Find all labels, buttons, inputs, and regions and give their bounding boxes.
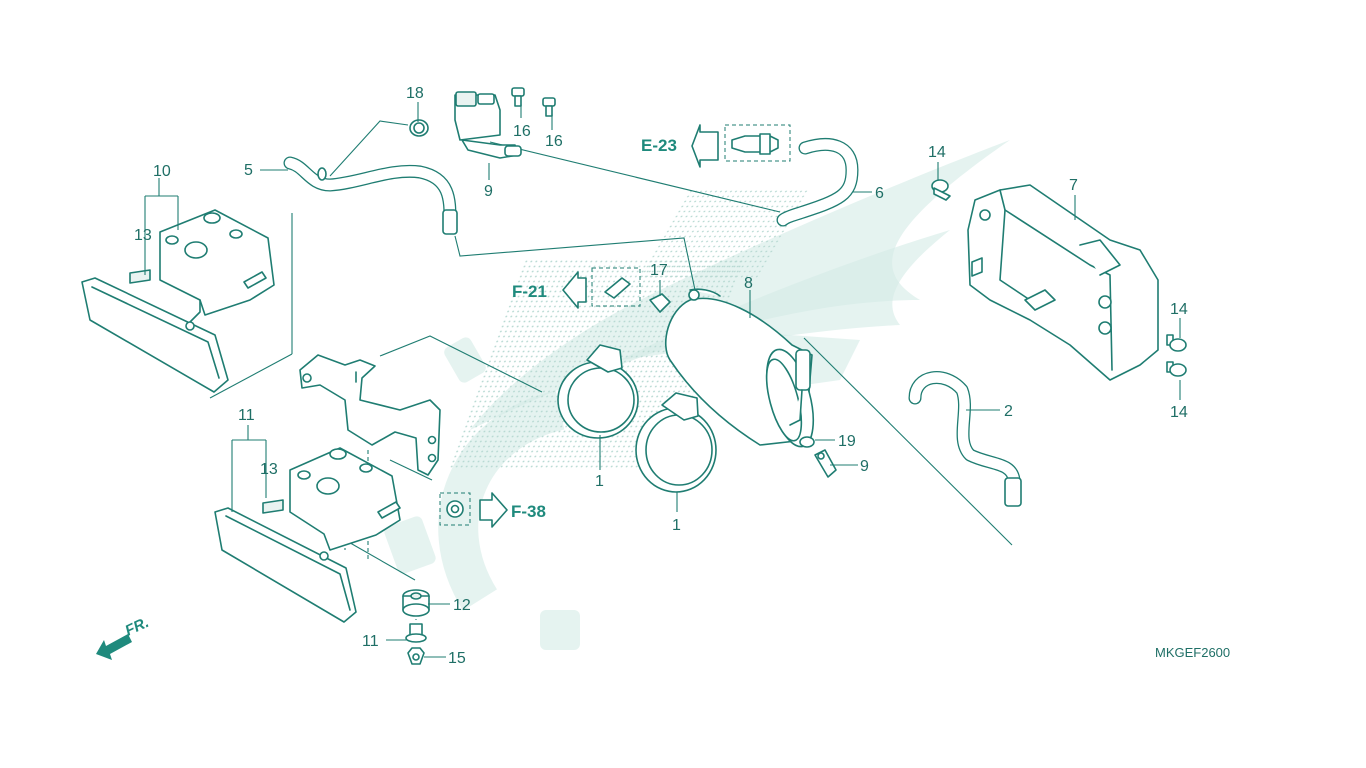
ref-f-38-label[interactable]: F-38: [511, 502, 546, 521]
ref-f-38-arrow: [479, 492, 508, 528]
callout-14-low: 14: [1170, 404, 1188, 421]
front-marker-label: FR.: [123, 614, 152, 640]
callout-14-mid: 14: [1170, 301, 1188, 318]
ref-e-23-arrow: [691, 124, 719, 168]
part-10-lower-cover: [214, 447, 401, 623]
callout-9: 10: [153, 163, 171, 180]
ref-f-21-label[interactable]: F-21: [512, 282, 547, 301]
part-4-hose: [776, 138, 859, 227]
part-14-bolt-low: [1166, 361, 1187, 377]
callout-18: 18: [406, 85, 424, 102]
part-1-band-upper: [557, 344, 639, 439]
callout-16-right: 16: [545, 133, 563, 150]
ref-f-38-group: [439, 492, 508, 528]
part-5-canister-holder: [967, 184, 1159, 381]
callout-1-lower: 1: [672, 517, 681, 534]
part-12-rubber-mount: [402, 589, 430, 617]
part-18-clamp: [409, 119, 429, 137]
diagram-code: MKGEF2600: [1155, 645, 1230, 660]
part-3-hose: [283, 156, 458, 235]
ref-f-21-arrow: [562, 271, 587, 309]
callout-numbers: 10 13 11 13 5 18 9 16 16 6 7 14 14 14 2 …: [134, 85, 1188, 667]
part-19-clamp: [799, 436, 815, 448]
callout-12: 12: [453, 597, 471, 614]
callout-15: 15: [448, 650, 466, 667]
front-direction-marker: FR.: [96, 614, 152, 660]
callout-13-lower: 13: [260, 461, 278, 478]
callout-3: 5: [244, 162, 253, 179]
callout-5: 7: [1069, 177, 1078, 194]
part-9-lower-cover: [81, 209, 275, 393]
callout-14-top: 14: [928, 144, 946, 161]
callout-4: 6: [875, 185, 884, 202]
part-11-collar: [405, 623, 427, 643]
callout-1-upper: 1: [595, 473, 604, 490]
part-15-nut: [407, 647, 425, 665]
callout-16-left: 16: [513, 123, 531, 140]
part-1-band-lower: [635, 392, 717, 493]
part-2-hose: [908, 371, 1022, 507]
callout-13-upper: 13: [134, 227, 152, 244]
part-6-canister: [665, 288, 815, 448]
part-16-screws: [511, 87, 556, 117]
part-8-solenoid-valve: [454, 91, 522, 159]
callout-6: 8: [744, 275, 753, 292]
part-14-bolt-mid: [1166, 334, 1187, 352]
part-14-bolt-upper: [931, 179, 951, 201]
callout-11: 11: [362, 633, 379, 650]
part-17-clip: [649, 293, 671, 313]
front-arrow-icon: [96, 634, 132, 660]
ref-e-23-group: [691, 124, 791, 168]
callout-10: 11: [238, 407, 255, 424]
callout-ticks: [144, 102, 1181, 658]
reference-labels: E-23 F-21 F-38: [511, 136, 677, 521]
callout-7: 9: [860, 458, 869, 475]
ref-e-23-label[interactable]: E-23: [641, 136, 677, 155]
ref-f-21-group: [562, 267, 641, 309]
callout-17: 17: [650, 262, 668, 279]
callout-2: 2: [1004, 403, 1013, 420]
callout-8: 9: [484, 183, 493, 200]
mounting-bracket: [299, 354, 441, 476]
part-7-fitting: [814, 449, 837, 478]
callout-19: 19: [838, 433, 856, 450]
